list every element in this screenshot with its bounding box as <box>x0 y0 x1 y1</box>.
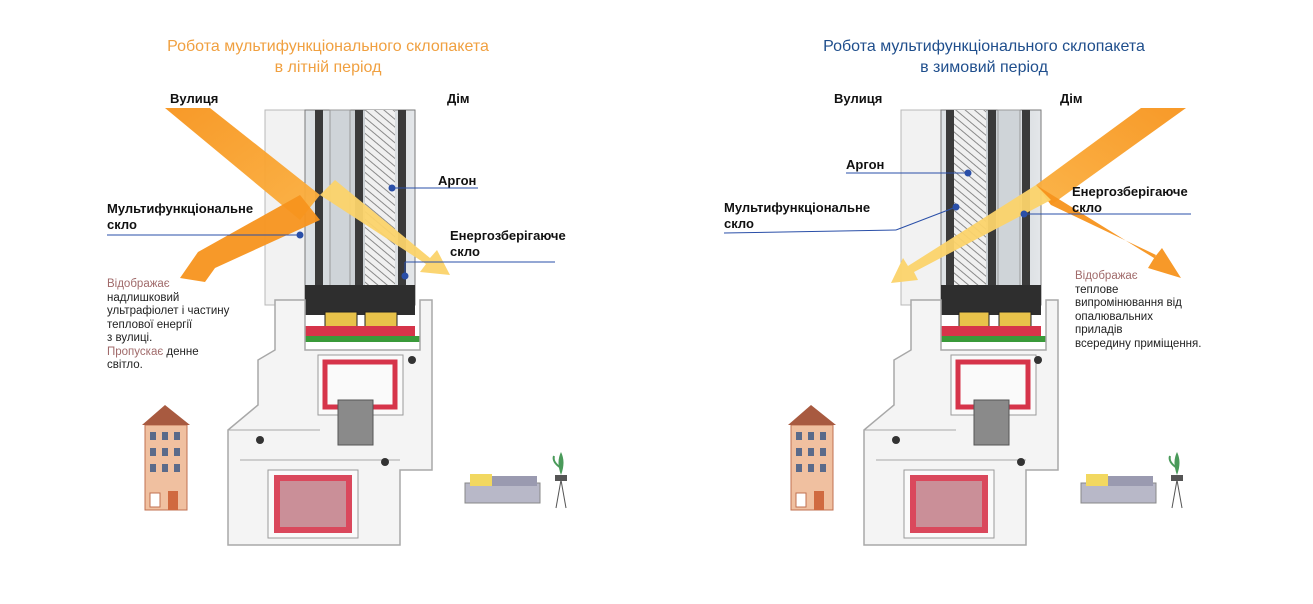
winter-desc-line4: опалювальних <box>1075 310 1153 323</box>
summer-multifunctional-glass-label: Мультифункціональне скло <box>107 201 253 233</box>
winter-home-label: Дім <box>1060 91 1083 106</box>
summer-title: Робота мультифункціонального склопакета … <box>0 36 656 78</box>
winter-title: Робота мультифункціонального склопакета … <box>656 36 1312 78</box>
summer-desc-passes: Пропускає <box>107 345 164 358</box>
winter-energy-glass-label: Енергозберігаюче скло <box>1072 184 1188 216</box>
summer-energy-line2: скло <box>450 244 480 259</box>
summer-energy-glass-label: Енергозберігаюче скло <box>450 228 566 260</box>
winter-plant-icon <box>1168 452 1183 509</box>
summer-desc-reflects: Відображає <box>107 278 170 290</box>
winter-desc-reflects: Відображає <box>1075 270 1138 282</box>
summer-description: Відображає надлишковий ультрафіолет і ча… <box>107 278 229 373</box>
summer-transmitted-arrow <box>320 180 450 275</box>
winter-reflection-arrow <box>1036 108 1186 278</box>
winter-multi-line1: Мультифункціональне <box>724 200 871 215</box>
summer-building-icon <box>142 405 190 511</box>
winter-building-icon <box>788 405 836 511</box>
winter-transmitted-arrow <box>891 185 1051 283</box>
winter-window-diagram <box>723 108 1191 546</box>
winter-description: Відображає теплове випромінювання від оп… <box>1075 270 1201 351</box>
winter-desc-line2: теплове <box>1075 283 1119 296</box>
summer-street-label: Вулиця <box>170 91 219 106</box>
summer-reflection-arrow <box>165 108 320 282</box>
summer-desc-line7: світло. <box>107 359 143 371</box>
summer-desc-line5: з вулиці. <box>107 332 153 344</box>
winter-desc-line6: всередину приміщення. <box>1075 337 1202 350</box>
summer-panel: Робота мультифункціонального склопакета … <box>0 0 656 604</box>
winter-multifunctional-glass-label: Мультифункціональне скло <box>724 200 870 232</box>
summer-title-line1: Робота мультифункціонального склопакета <box>167 38 489 55</box>
summer-home-label: Дім <box>447 91 470 106</box>
winter-panel: Робота мультифункціонального склопакета … <box>656 0 1312 604</box>
summer-sofa-icon <box>464 474 541 504</box>
winter-desc-line3: випромінювання від <box>1075 297 1182 309</box>
summer-desc-line6: денне <box>163 345 199 358</box>
summer-multi-line2: скло <box>107 217 137 232</box>
winter-energy-line1: Енергозберігаюче <box>1072 184 1188 199</box>
summer-desc-line2: надлишковий <box>107 291 180 304</box>
summer-plant-icon <box>552 452 567 509</box>
summer-title-line2: в літній період <box>274 59 382 76</box>
winter-frame-profile <box>863 109 1059 546</box>
winter-argon-label: Аргон <box>846 157 885 172</box>
winter-sofa-icon <box>1080 474 1157 504</box>
winter-street-label: Вулиця <box>834 91 883 106</box>
summer-multi-line1: Мультифункціональне <box>107 201 254 216</box>
winter-leader-lines <box>723 169 1191 234</box>
summer-leader-lines <box>107 184 555 280</box>
summer-desc-line4: теплової енергії <box>107 318 193 331</box>
winter-title-line1: Робота мультифункціонального склопакета <box>823 38 1145 55</box>
winter-desc-line5: приладів <box>1075 324 1123 336</box>
winter-title-line2: в зимовий період <box>920 59 1048 76</box>
winter-multi-line2: скло <box>724 216 754 231</box>
summer-energy-line1: Енергозберігаюче <box>450 228 566 243</box>
winter-energy-line2: скло <box>1072 200 1102 215</box>
summer-desc-line3: ультрафіолет і частину <box>107 305 230 317</box>
summer-argon-label: Аргон <box>438 173 477 188</box>
summer-window-diagram <box>107 108 567 546</box>
